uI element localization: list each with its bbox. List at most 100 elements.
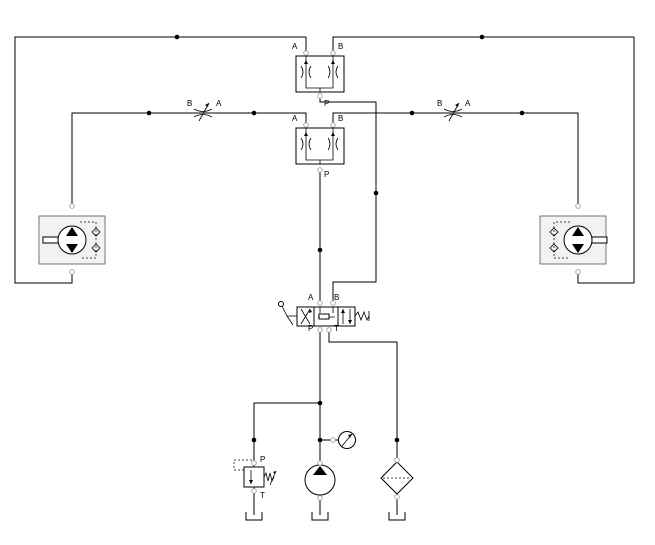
left-hydraulic-motor[interactable] xyxy=(38,203,106,275)
lower-flow-divider-internal-lines xyxy=(305,128,334,164)
port-marker xyxy=(330,300,336,306)
upper-flow-divider-body xyxy=(295,55,345,93)
port-marker xyxy=(251,488,257,494)
left-throttle-port-b-label: B xyxy=(187,99,192,108)
right-hydraulic-motor[interactable] xyxy=(539,203,608,275)
port-marker xyxy=(394,494,400,500)
pipe-valve-to-filter[interactable] xyxy=(328,330,398,460)
port-marker xyxy=(251,460,257,466)
upper-flow-divider-arrows xyxy=(304,60,335,64)
junction-dot xyxy=(317,400,323,406)
relief-valve-tank-symbol xyxy=(245,512,263,521)
upper-flow-divider[interactable]: A B P xyxy=(292,42,345,108)
valve-center-block xyxy=(318,313,330,320)
port-marker xyxy=(317,495,323,501)
filter-tank-symbol xyxy=(388,512,406,521)
pressure-relief-valve[interactable]: P T xyxy=(233,455,277,521)
valve-spring-actuator xyxy=(354,310,370,322)
junction-dot xyxy=(409,110,415,116)
left-motor-check-valves xyxy=(91,227,101,253)
upper-flow-divider-internal-lines xyxy=(305,56,334,92)
return-filter[interactable] xyxy=(380,457,414,521)
pipe-right-outer-loop[interactable] xyxy=(332,36,635,284)
junction-dot xyxy=(251,110,257,116)
left-motor-triangles xyxy=(66,227,78,253)
valve-port-t-label: T xyxy=(334,324,339,333)
lower-flow-divider-orifice-left xyxy=(300,137,312,151)
right-throttle-valve[interactable]: B A xyxy=(437,99,471,122)
relief-valve-body xyxy=(243,466,265,488)
port-marker xyxy=(317,167,323,173)
junction-dot xyxy=(146,110,152,116)
port-marker xyxy=(394,457,400,463)
left-throttle-arrow-head xyxy=(205,103,209,107)
junction-dot xyxy=(174,34,180,40)
pressure-gauge[interactable] xyxy=(330,431,356,449)
left-throttle-port-a-label: A xyxy=(216,99,222,108)
right-motor-triangles xyxy=(572,227,584,253)
pump-triangle xyxy=(313,466,327,475)
right-throttle-port-b-label: B xyxy=(437,99,442,108)
right-motor-shaft xyxy=(591,236,608,244)
junction-dot xyxy=(519,110,525,116)
junction-dot xyxy=(317,247,323,253)
pipe-to-relief-valve[interactable] xyxy=(253,402,320,467)
junction-dot xyxy=(394,437,400,443)
pipe-right-motor-branch[interactable] xyxy=(332,112,579,206)
port-marker xyxy=(317,460,323,466)
lower-divider-port-b-label: B xyxy=(338,114,343,123)
right-throttle-arrow-head xyxy=(455,103,459,107)
valve-port-p-label: P xyxy=(308,324,313,333)
lower-flow-divider[interactable]: A B P xyxy=(292,114,345,179)
upper-flow-divider-orifice-right xyxy=(327,65,339,79)
relief-valve-port-p-label: P xyxy=(260,455,265,464)
port-marker xyxy=(575,269,581,275)
relief-valve-pilot-line xyxy=(233,459,254,471)
port-marker xyxy=(326,327,332,333)
valve-lever-actuator xyxy=(281,305,297,326)
port-marker xyxy=(330,122,336,128)
left-throttle-valve[interactable]: B A xyxy=(187,99,222,122)
upper-divider-port-b-label: B xyxy=(338,42,343,51)
upper-flow-divider-orifice-left xyxy=(300,65,312,79)
pipe-upper-divider-to-valve-b[interactable] xyxy=(319,96,377,303)
valve-port-b-label: B xyxy=(334,293,339,302)
pipe-left-outer-loop[interactable] xyxy=(14,36,307,284)
pump-tank-symbol xyxy=(311,512,329,521)
upper-divider-port-a-label: A xyxy=(292,42,298,51)
junction-dot xyxy=(479,34,485,40)
valve-left-cross-arrows xyxy=(300,308,311,325)
port-marker xyxy=(69,203,75,209)
relief-valve-port-t-label: T xyxy=(260,491,265,500)
port-marker xyxy=(330,50,336,56)
pipe-left-motor-branch[interactable] xyxy=(71,112,307,206)
lower-flow-divider-orifice-right xyxy=(327,137,339,151)
relief-valve-spring-arrow xyxy=(273,471,276,474)
right-motor-drain xyxy=(553,221,570,259)
junction-dot xyxy=(251,437,257,443)
lower-divider-port-a-label: A xyxy=(292,114,298,123)
relief-valve-arrow-head xyxy=(249,480,253,484)
gauge-needle-head xyxy=(348,434,352,438)
port-marker xyxy=(330,437,336,443)
port-marker xyxy=(317,327,323,333)
port-marker xyxy=(69,269,75,275)
port-marker xyxy=(575,203,581,209)
valve-port-a-label: A xyxy=(308,293,314,302)
lower-flow-divider-arrows xyxy=(304,132,335,136)
port-marker xyxy=(317,93,323,99)
left-motor-drain xyxy=(80,221,97,259)
directional-control-valve[interactable]: A B P T xyxy=(278,293,370,333)
valve-lever-knob xyxy=(278,301,284,307)
lower-flow-divider-body xyxy=(295,127,345,165)
junction-dot xyxy=(373,190,379,196)
port-marker xyxy=(303,50,309,56)
left-motor-shaft xyxy=(42,236,59,244)
valve-arrow-heads xyxy=(309,309,352,324)
port-marker xyxy=(317,300,323,306)
junction-dot xyxy=(317,437,323,443)
valve-envelope-right xyxy=(337,306,356,327)
hydraulic-pump[interactable] xyxy=(304,460,336,521)
port-marker xyxy=(303,122,309,128)
